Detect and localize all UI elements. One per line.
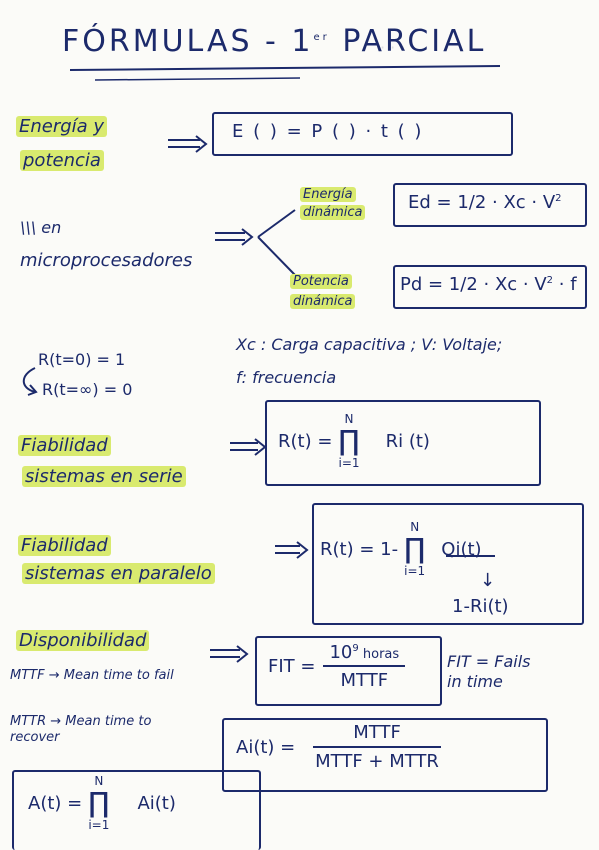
parallel-sub-formula: 1-Ri(t) [452, 596, 509, 617]
at-formula-box [12, 770, 261, 850]
parallel-arrow: ↓ [480, 570, 496, 591]
r-tinf-note: R(t=∞) = 0 [42, 380, 133, 399]
bleed-through-text: · · · [380, 38, 406, 57]
dyn-energy-box [393, 183, 587, 227]
parallel-formula-box [312, 503, 584, 625]
page-title: FÓRMULAS - 1er PARCIAL [62, 24, 487, 59]
availability-label: Disponibilidad [16, 630, 150, 651]
energy-formula: E ( ) = P ( ) · t ( ) [232, 121, 424, 142]
series-label-1: Fiabilidad [18, 435, 111, 456]
dyn-power-box [393, 265, 587, 309]
dyn-power-formula: Pd = 1/2 · Xc · V2 · f [400, 274, 577, 295]
mttr-note: MTTR → Mean time to recover [10, 714, 152, 745]
series-formula-box [265, 400, 541, 486]
energy-formula-box [212, 112, 513, 156]
r-t0-note: R(t=0) = 1 [38, 350, 126, 369]
mttf-note: MTTF → Mean time to fail [10, 668, 174, 683]
micro-label: microprocesadores [20, 250, 193, 271]
fit-formula-box [255, 636, 442, 706]
power-label: potencia [20, 150, 104, 171]
at-formula: A(t) = N∏i=1 Ai(t) [28, 774, 176, 832]
parallel-formula: R(t) = 1- N∏i=1 Qi(t) [320, 520, 482, 578]
series-formula: R(t) = N∏i=1 Ri (t) [278, 412, 430, 470]
ai-formula-box [222, 718, 548, 792]
ai-formula: Ai(t) = MTTF MTTF + MTTR [236, 722, 441, 772]
energy-label: Energía y [16, 116, 108, 137]
parallel-label-2: sistemas en paralelo [22, 563, 215, 584]
frequency-note: f: frecuencia [236, 368, 337, 387]
series-label-2: sistemas en serie [22, 466, 186, 487]
dyn-energy-formula: Ed = 1/2 · Xc · V2 [408, 192, 562, 213]
micro-prefix: \\\ en [20, 218, 62, 237]
parallel-label-1: Fiabilidad [18, 535, 111, 556]
fit-formula: FIT = 109 horas MTTF [268, 642, 406, 691]
variables-note: Xc : Carga capacitiva ; V: Voltaje; [236, 335, 503, 354]
